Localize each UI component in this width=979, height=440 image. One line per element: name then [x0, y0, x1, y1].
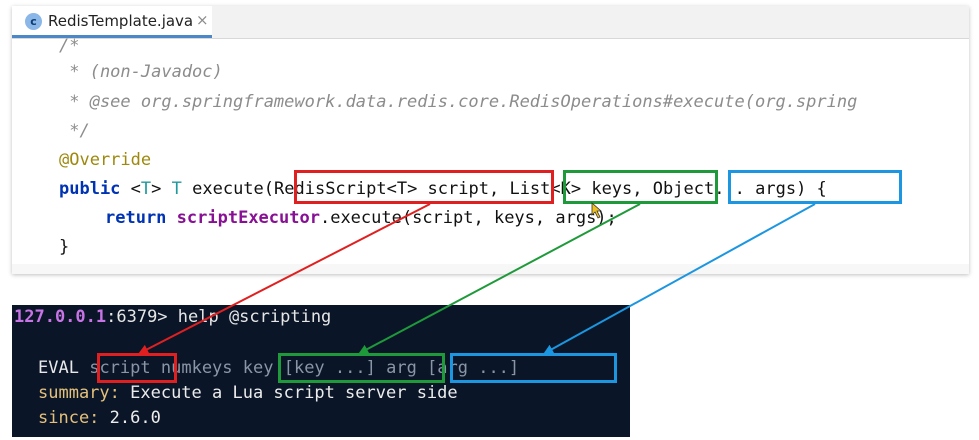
return-type: T — [171, 179, 182, 199]
code-line-4: */ — [59, 121, 90, 141]
override-annotation: @Override — [59, 150, 152, 170]
eval-syntax-line: EVAL script numkeys key [key ...] arg [a… — [38, 356, 519, 380]
eval-command: EVAL — [38, 358, 79, 378]
prompt-command: :6379> help @scripting — [106, 307, 332, 327]
signature-end: ) { — [796, 179, 827, 199]
eval-keys-highlight — [278, 353, 445, 383]
generic-close: > — [151, 179, 172, 199]
generic-open: < — [120, 179, 141, 199]
tab-redistemplate[interactable]: c RedisTemplate.java × — [12, 6, 212, 38]
summary-label: summary: — [38, 383, 120, 403]
summary-text: Execute a Lua script server side — [119, 383, 458, 403]
close-icon[interactable]: × — [196, 11, 209, 29]
editor-bottom-strip — [12, 264, 969, 274]
java-class-icon: c — [25, 13, 42, 30]
field-script-executor: scriptExecutor — [176, 208, 320, 228]
tab-label: RedisTemplate.java — [48, 12, 194, 30]
eval-args-highlight — [450, 353, 617, 383]
method-name: execute( — [181, 179, 275, 199]
args-param-highlight — [728, 170, 902, 204]
code-line-3: * @see org.springframework.data.redis.co… — [59, 92, 858, 112]
since-line: since: 2.6.0 — [38, 406, 161, 430]
eval-args-arg: arg [arg ...] — [386, 358, 520, 378]
eval-script-arg: script — [89, 358, 151, 378]
ide-window: c RedisTemplate.java × /* * (non-Javadoc… — [12, 6, 969, 274]
return-statement: return scriptExecutor.execute(script, ke… — [105, 205, 617, 231]
since-text: 2.6.0 — [99, 408, 161, 428]
editor-tab-bar: c RedisTemplate.java × — [12, 6, 969, 39]
comma: , — [488, 179, 500, 199]
param-script: RedisScript<T> script — [274, 179, 489, 199]
summary-line: summary: Execute a Lua script server sid… — [38, 381, 458, 405]
method-signature: public <T> T execute(RedisScript<T> scri… — [59, 176, 827, 202]
prompt-host: 127.0.0.1 — [14, 307, 107, 327]
eval-script-highlight — [97, 353, 177, 383]
execute-call: .execute(script, keys, args); — [319, 208, 617, 228]
kw-return: return — [105, 208, 167, 228]
comma: , — [632, 179, 643, 199]
script-param-highlight — [294, 170, 554, 204]
code-line-1: /* — [59, 36, 80, 56]
param-args: Object... args — [652, 179, 797, 199]
terminal-prompt-line: 127.0.0.1:6379> help @scripting — [14, 305, 331, 329]
type-param: T — [140, 179, 152, 199]
code-editor[interactable]: /* * (non-Javadoc) * @see org.springfram… — [12, 36, 969, 264]
eval-keys-arg: key [key ...] — [242, 358, 376, 378]
eval-numkeys-arg: numkeys — [160, 358, 233, 378]
keys-param-highlight — [563, 170, 718, 204]
kw-public: public — [59, 179, 121, 199]
closing-brace: } — [59, 237, 70, 257]
code-line-2: * (non-Javadoc) — [59, 62, 223, 82]
since-label: since: — [38, 408, 100, 428]
